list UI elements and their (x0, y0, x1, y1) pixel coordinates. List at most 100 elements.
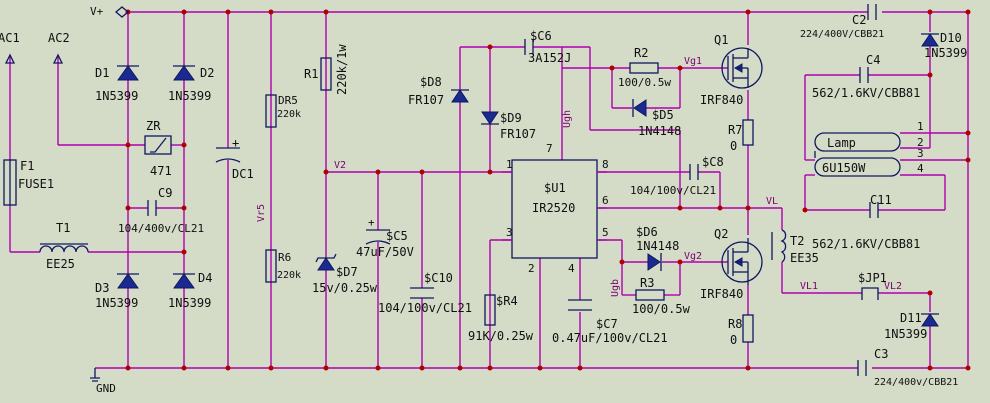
ic-u1 (511, 159, 598, 259)
ac2-port-icon (52, 53, 64, 64)
mosfet-q2 (721, 238, 763, 285)
d2-value: 1N5399 (168, 89, 211, 103)
vl-label: VL (766, 196, 778, 207)
jumper-jp1 (861, 287, 879, 300)
diode-d11 (921, 313, 939, 327)
c5-value: 47uF/50V (356, 245, 414, 259)
d1-value: 1N5399 (95, 89, 138, 103)
q2-value: IRF840 (700, 287, 743, 301)
resistor-r6 (265, 249, 277, 283)
d10-value: 1N5399 (924, 46, 967, 60)
ac1-port-icon (4, 53, 16, 64)
capacitor-c7 (568, 299, 592, 311)
diode-d10 (921, 33, 939, 47)
t2-ref: T2 (790, 234, 804, 248)
c8-ref: $C8 (702, 155, 724, 169)
vplus-label: V+ (90, 5, 104, 18)
u1-value: IR2520 (532, 201, 575, 215)
c6-ref: $C6 (530, 29, 552, 43)
dc1-ref: DC1 (232, 167, 254, 181)
d6-value: 1N4148 (636, 239, 679, 253)
capacitor-c8 (689, 164, 699, 180)
c9-ref: C9 (158, 186, 172, 200)
c7-value: 0.47uF/100v/CL21 (552, 331, 668, 345)
d1-ref: D1 (95, 66, 109, 80)
diode-d1 (117, 65, 139, 81)
resistor-r3 (635, 289, 665, 301)
d4-value: 1N5399 (168, 296, 211, 310)
diode-d3 (117, 273, 139, 289)
resistor-r8 (742, 314, 754, 343)
u1-ref: $U1 (544, 181, 566, 195)
inductor-t2 (771, 229, 787, 263)
c5-plus: + (368, 216, 375, 229)
c8-value: 104/100v/CL21 (630, 184, 716, 197)
f1-ref: F1 (20, 159, 34, 173)
ugh-label: Ugh (562, 110, 573, 128)
capacitor-c11 (869, 202, 879, 218)
c3-value: 224/400v/CBB21 (874, 377, 958, 388)
c10-ref: $C10 (424, 271, 453, 285)
dr5-value: 220k (277, 109, 301, 120)
lamp (814, 132, 901, 177)
gnd-label: GND (96, 382, 116, 395)
resistor-r1 (320, 57, 332, 91)
t2-value: EE35 (790, 251, 819, 265)
lamp-pin2: 2 (917, 136, 924, 149)
wires (9, 11, 969, 369)
capacitor-c6 (524, 39, 534, 55)
resistor-r2 (629, 62, 659, 74)
c4-ref: C4 (866, 53, 880, 67)
u1-pin8: 8 (602, 158, 609, 171)
diode-d9 (481, 111, 499, 125)
resistor-r7 (742, 119, 754, 146)
d7-ref: $D7 (336, 265, 358, 279)
c4-value: 562/1.6KV/CBB81 (812, 86, 920, 100)
lamp-ref: Lamp (827, 136, 856, 150)
jp1-ref: $JP1 (858, 271, 887, 285)
r2-value: 100/0.5w (618, 76, 671, 89)
vl1-label: VL1 (800, 281, 818, 292)
d6-ref: $D6 (636, 225, 658, 239)
d7-value: 15v/0.25w (312, 281, 378, 295)
u1-pin5: 5 (602, 226, 609, 239)
c6-value: 3A152J (528, 51, 571, 65)
zr-value: 471 (150, 164, 172, 178)
r8-value: 0 (730, 333, 737, 347)
capacitor-c2 (867, 4, 877, 20)
r8-ref: R8 (728, 317, 742, 331)
ic-u1-pins (502, 171, 607, 241)
c2-ref: C2 (852, 13, 866, 27)
lamp-pin4: 4 (917, 162, 924, 175)
q1-value: IRF840 (700, 93, 743, 107)
c5-ref: $C5 (386, 229, 408, 243)
q1-ref: Q1 (714, 33, 728, 47)
r6-ref: R6 (278, 251, 291, 264)
lamp-pin3: 3 (917, 147, 924, 160)
vg1-label: Vg1 (684, 56, 702, 67)
r4-value: 91K/0.25w (468, 329, 534, 343)
u1-pin3: 3 (506, 226, 513, 239)
r7-value: 0 (730, 139, 737, 153)
d8-value: FR107 (408, 93, 444, 107)
d9-ref: $D9 (500, 111, 522, 125)
d10-ref: D10 (940, 31, 962, 45)
diode-d2 (173, 65, 195, 81)
zr-ref: ZR (146, 119, 161, 133)
d8-ref: $D8 (420, 75, 442, 89)
dr5-ref: DR5 (278, 94, 298, 107)
varistor-zr (144, 135, 172, 155)
v2-label: V2 (334, 160, 346, 171)
u1-pin2: 2 (528, 262, 535, 275)
r1-ref: R1 (304, 67, 318, 81)
u1-pin6: 6 (602, 194, 609, 207)
vr5-label: Vr5 (256, 204, 267, 222)
labels: V+ GND AC1 AC2 D1 1N5399 D2 1N5399 ZR 47… (0, 5, 967, 395)
c7-ref: $C7 (596, 317, 618, 331)
q2-ref: Q2 (714, 227, 728, 241)
capacitor-c10 (410, 287, 434, 299)
d2-ref: D2 (200, 66, 214, 80)
junctions (125, 9, 971, 371)
u1-pin7: 7 (546, 142, 553, 155)
r7-ref: R7 (728, 123, 742, 137)
